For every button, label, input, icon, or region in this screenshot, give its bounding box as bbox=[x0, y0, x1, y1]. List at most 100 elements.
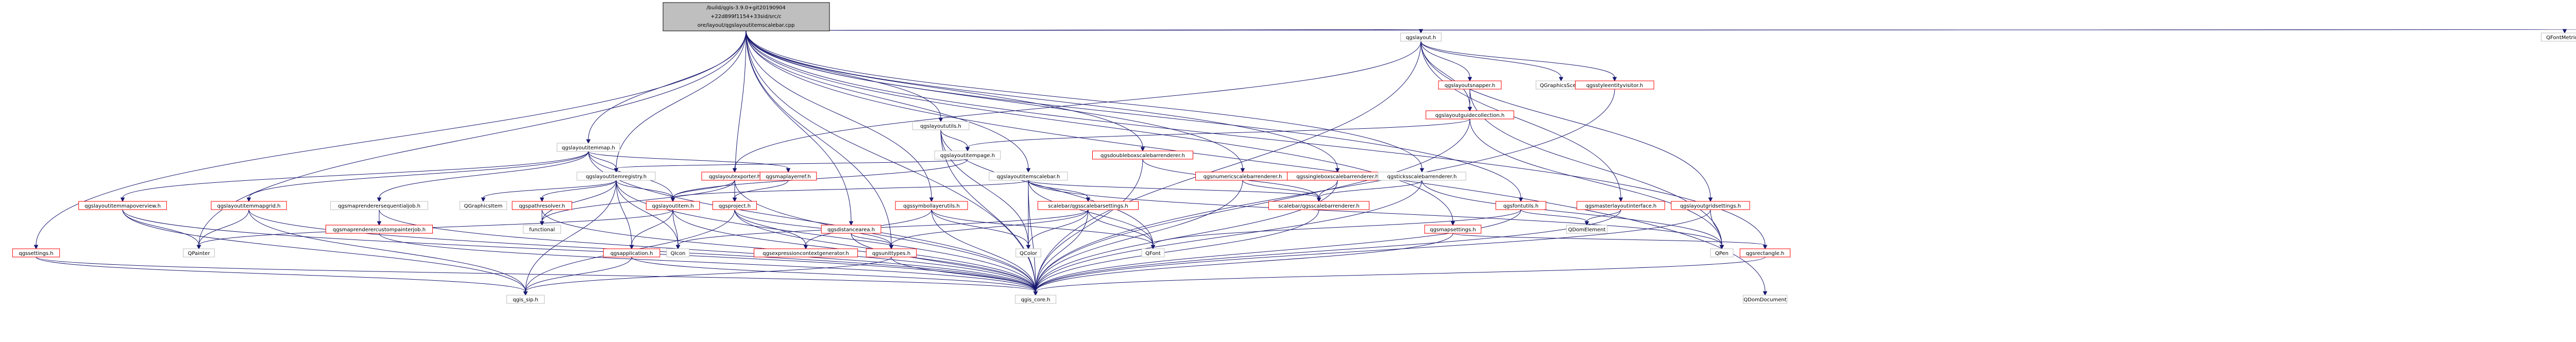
node-qdomdocument[interactable]: QDomDocument bbox=[1742, 295, 1788, 304]
qgsrectangle_h-box[interactable] bbox=[1739, 248, 1791, 258]
node-qgis-core-h[interactable]: qgis_core.h bbox=[1015, 295, 1057, 304]
node-qgsproject-h[interactable]: qgsproject.h bbox=[712, 201, 757, 210]
node-qgslayoutitemmapgrid-h[interactable]: qgslayoutitemmapgrid.h bbox=[211, 201, 287, 210]
node-qgraphicsitem[interactable]: QGraphicsItem bbox=[459, 201, 507, 210]
qgslayoutitempage_h-box[interactable] bbox=[934, 150, 1001, 160]
qgsproject_h-box[interactable] bbox=[712, 201, 757, 210]
qgsfontutils_h-box[interactable] bbox=[1495, 201, 1547, 210]
node-qicon[interactable]: QIcon bbox=[666, 248, 690, 258]
node-qgsapplication-h[interactable]: qgsapplication.h bbox=[603, 248, 660, 258]
node-qfont[interactable]: QFont bbox=[1141, 248, 1165, 258]
qpen-box[interactable] bbox=[1710, 248, 1734, 258]
qgssymbollayerutils_h-box[interactable] bbox=[895, 201, 968, 210]
node-qgslayoutitemmap-h[interactable]: qgslayoutitemmap.h bbox=[556, 143, 620, 152]
qgsmaprenderercustompainterjob_h-box[interactable] bbox=[325, 225, 433, 234]
dependency-nodes: /build/qgis-3.9.0+git20190904 +22d899f11… bbox=[12, 2, 2576, 304]
qgssettings_h-box[interactable] bbox=[12, 248, 60, 258]
qgspathresolver_h-box[interactable] bbox=[512, 201, 572, 210]
node-qgis-sip-h[interactable]: qgis_sip.h bbox=[506, 295, 545, 304]
node-qgspathresolver-h[interactable]: qgspathresolver.h bbox=[512, 201, 572, 210]
qdomelement-box[interactable] bbox=[1566, 225, 1607, 234]
scalebar_renderer_h-label: scalebar/qgsscalebarrenderer.h bbox=[1278, 203, 1359, 209]
scalebar_settings_h-box[interactable] bbox=[1038, 201, 1139, 210]
qgsmasterlayoutinterface_h-box[interactable] bbox=[1577, 201, 1665, 210]
qgslayoutitemmapoverview_h-box[interactable] bbox=[78, 201, 167, 210]
edge-qgsfontutils_h-to-qgis_core_h bbox=[1033, 209, 1521, 296]
node-qgsticksscalebarrenderer-h[interactable]: qgsticksscalebarrenderer.h bbox=[1378, 172, 1466, 181]
node-qgsnumericscalebarrenderer-h[interactable]: qgsnumericscalebarrenderer.h bbox=[1195, 172, 1290, 181]
node-qgsdistancearea-h[interactable]: qgsdistancearea.h bbox=[821, 225, 882, 234]
node-qgsrectangle-h[interactable]: qgsrectangle.h bbox=[1739, 248, 1791, 258]
node-qgsmaprenderersequentialjob-h[interactable]: qgsmaprenderersequentialjob.h bbox=[330, 201, 428, 210]
node-qgsstyleentityvisitor-h[interactable]: qgsstyleentityvisitor.h bbox=[1575, 80, 1654, 90]
qgsapplication_h-box[interactable] bbox=[603, 248, 660, 258]
node-qgsexpressioncontextgenerator-h[interactable]: qgsexpressioncontextgenerator.h bbox=[754, 248, 858, 258]
edge-qgsticksscalebarrenderer_h-to-qpen bbox=[1421, 180, 1724, 250]
qfont-box[interactable] bbox=[1141, 248, 1165, 258]
node-qgslayoutitemscalebar-h[interactable]: qgslayoutitemscalebar.h bbox=[989, 172, 1068, 181]
functional-box[interactable] bbox=[523, 225, 561, 234]
qcolor-box[interactable] bbox=[1015, 248, 1041, 258]
node-qgslayoutgridsettings-h[interactable]: qgslayoutgridsettings.h bbox=[1671, 201, 1750, 210]
qgslayoutguidecollection_h-box[interactable] bbox=[1426, 110, 1514, 119]
qgslayoutitemregistry_h-box[interactable] bbox=[577, 172, 656, 181]
qgsuserpropertyvisitor_h-box[interactable] bbox=[1575, 80, 1654, 90]
node-qdomelement[interactable]: QDomElement bbox=[1566, 225, 1607, 234]
edge-line bbox=[1035, 118, 1470, 292]
qgslayoutitem_h-box[interactable] bbox=[646, 201, 700, 210]
node-qgsmasterlayoutinterface-h[interactable]: qgsmasterlayoutinterface.h bbox=[1577, 201, 1665, 210]
node-qgslayoutguidecollection-h[interactable]: qgslayoutguidecollection.h bbox=[1426, 110, 1514, 119]
qgslayoututils_h-box[interactable] bbox=[912, 121, 970, 130]
node-qgslayoututils-h[interactable]: qgslayoututils.h bbox=[912, 121, 970, 130]
qgsdistancearea_h-box[interactable] bbox=[821, 225, 882, 234]
qfontmetrics-box[interactable] bbox=[2540, 32, 2576, 42]
node-qgsscalebarrenderer-h[interactable]: scalebar/qgsscalebarrenderer.h bbox=[1268, 201, 1369, 210]
node-qgssymbollayerutils-h[interactable]: qgssymbollayerutils.h bbox=[895, 201, 968, 210]
qgsdoubleboxscalebarrenderer_h-box[interactable] bbox=[1092, 150, 1193, 160]
node-qpainter[interactable]: QPainter bbox=[183, 248, 215, 258]
edge-arrowhead bbox=[1140, 147, 1145, 152]
qgis_sip_h-box[interactable] bbox=[506, 295, 545, 304]
qgslayoutitemmap_h-box[interactable] bbox=[556, 143, 620, 152]
node-qfontmetricsf[interactable]: QFontMetricsF bbox=[2540, 32, 2576, 42]
qgslayoutitemmapgrid_h-box[interactable] bbox=[211, 201, 287, 210]
qgsmaplayerref_h-box[interactable] bbox=[759, 172, 817, 181]
qdomdocument-box[interactable] bbox=[1742, 295, 1788, 304]
qgsexpressioncontextgenerator_h-box[interactable] bbox=[754, 248, 858, 258]
node-qgsscalebarsettings-h[interactable]: scalebar/qgsscalebarsettings.h bbox=[1038, 201, 1139, 210]
edge-arrowhead bbox=[1719, 245, 1724, 250]
node-qgssettings-h[interactable]: qgssettings.h bbox=[12, 248, 60, 258]
qgis_core_h-box[interactable] bbox=[1015, 295, 1057, 304]
qicon-box[interactable] bbox=[666, 248, 690, 258]
node-qgslayoutexporter-h[interactable]: qgslayoutexporter.h bbox=[701, 172, 768, 181]
qgsmaprenderersequentialjob_h-box[interactable] bbox=[330, 201, 428, 210]
scalebar_renderer_h-box[interactable] bbox=[1268, 201, 1369, 210]
qgraphicsitem-box[interactable] bbox=[459, 201, 507, 210]
node-qgsmaplayerref-h[interactable]: qgsmaplayerref.h bbox=[759, 172, 817, 181]
qgsunittypes_h-box[interactable] bbox=[866, 248, 917, 258]
node-qgsdoubleboxscalebarrenderer-h[interactable]: qgsdoubleboxscalebarrenderer.h bbox=[1092, 150, 1193, 160]
node-qgslayout-h[interactable]: qgslayout.h bbox=[1400, 32, 1442, 42]
node-qgslayoutsnapper-h[interactable]: qgslayoutsnapper.h bbox=[1438, 80, 1502, 90]
node-qgslayoutitem-h[interactable]: qgslayoutitem.h bbox=[646, 201, 700, 210]
edge-line bbox=[631, 256, 1036, 292]
qpainter-box[interactable] bbox=[183, 248, 215, 258]
qgslayoutgridsettings_h-box[interactable] bbox=[1671, 201, 1750, 210]
node-qgslayoutitemmapoverview-h[interactable]: qgslayoutitemmapoverview.h bbox=[78, 201, 167, 210]
node-qgssingleboxscalebarrenderer-h[interactable]: qgssingleboxscalebarrenderer.h bbox=[1287, 172, 1388, 181]
node-qcolor[interactable]: QColor bbox=[1015, 248, 1041, 258]
node-qgslayoutitempage-h[interactable]: qgslayoutitempage.h bbox=[934, 150, 1001, 160]
qgslayout_h-box[interactable] bbox=[1400, 32, 1442, 42]
qgsmapsettings_h-box[interactable] bbox=[1424, 225, 1482, 234]
qgslayoutsnapper_h-box[interactable] bbox=[1438, 80, 1502, 90]
edge-qgslayoutitem_h-to-qicon bbox=[672, 209, 681, 250]
node-qgsmaprenderercustompainterjob-h[interactable]: qgsmaprenderercustompainterjob.h bbox=[325, 225, 433, 234]
node-qgsfontutils-h[interactable]: qgsfontutils.h bbox=[1495, 201, 1547, 210]
node-qgsmapsettings-h[interactable]: qgsmapsettings.h bbox=[1424, 225, 1482, 234]
qgsticksscalebarrenderer_h-box[interactable] bbox=[1378, 172, 1466, 181]
node-qgslayoutitemregistry-h[interactable]: qgslayoutitemregistry.h bbox=[577, 172, 656, 181]
node-qgsunittypes-h[interactable]: qgsunittypes.h bbox=[866, 248, 917, 258]
node-functional[interactable]: functional bbox=[523, 225, 561, 234]
node-qpen[interactable]: QPen bbox=[1710, 248, 1734, 258]
qgslayoutitemscalebar_h-box[interactable] bbox=[989, 172, 1068, 181]
